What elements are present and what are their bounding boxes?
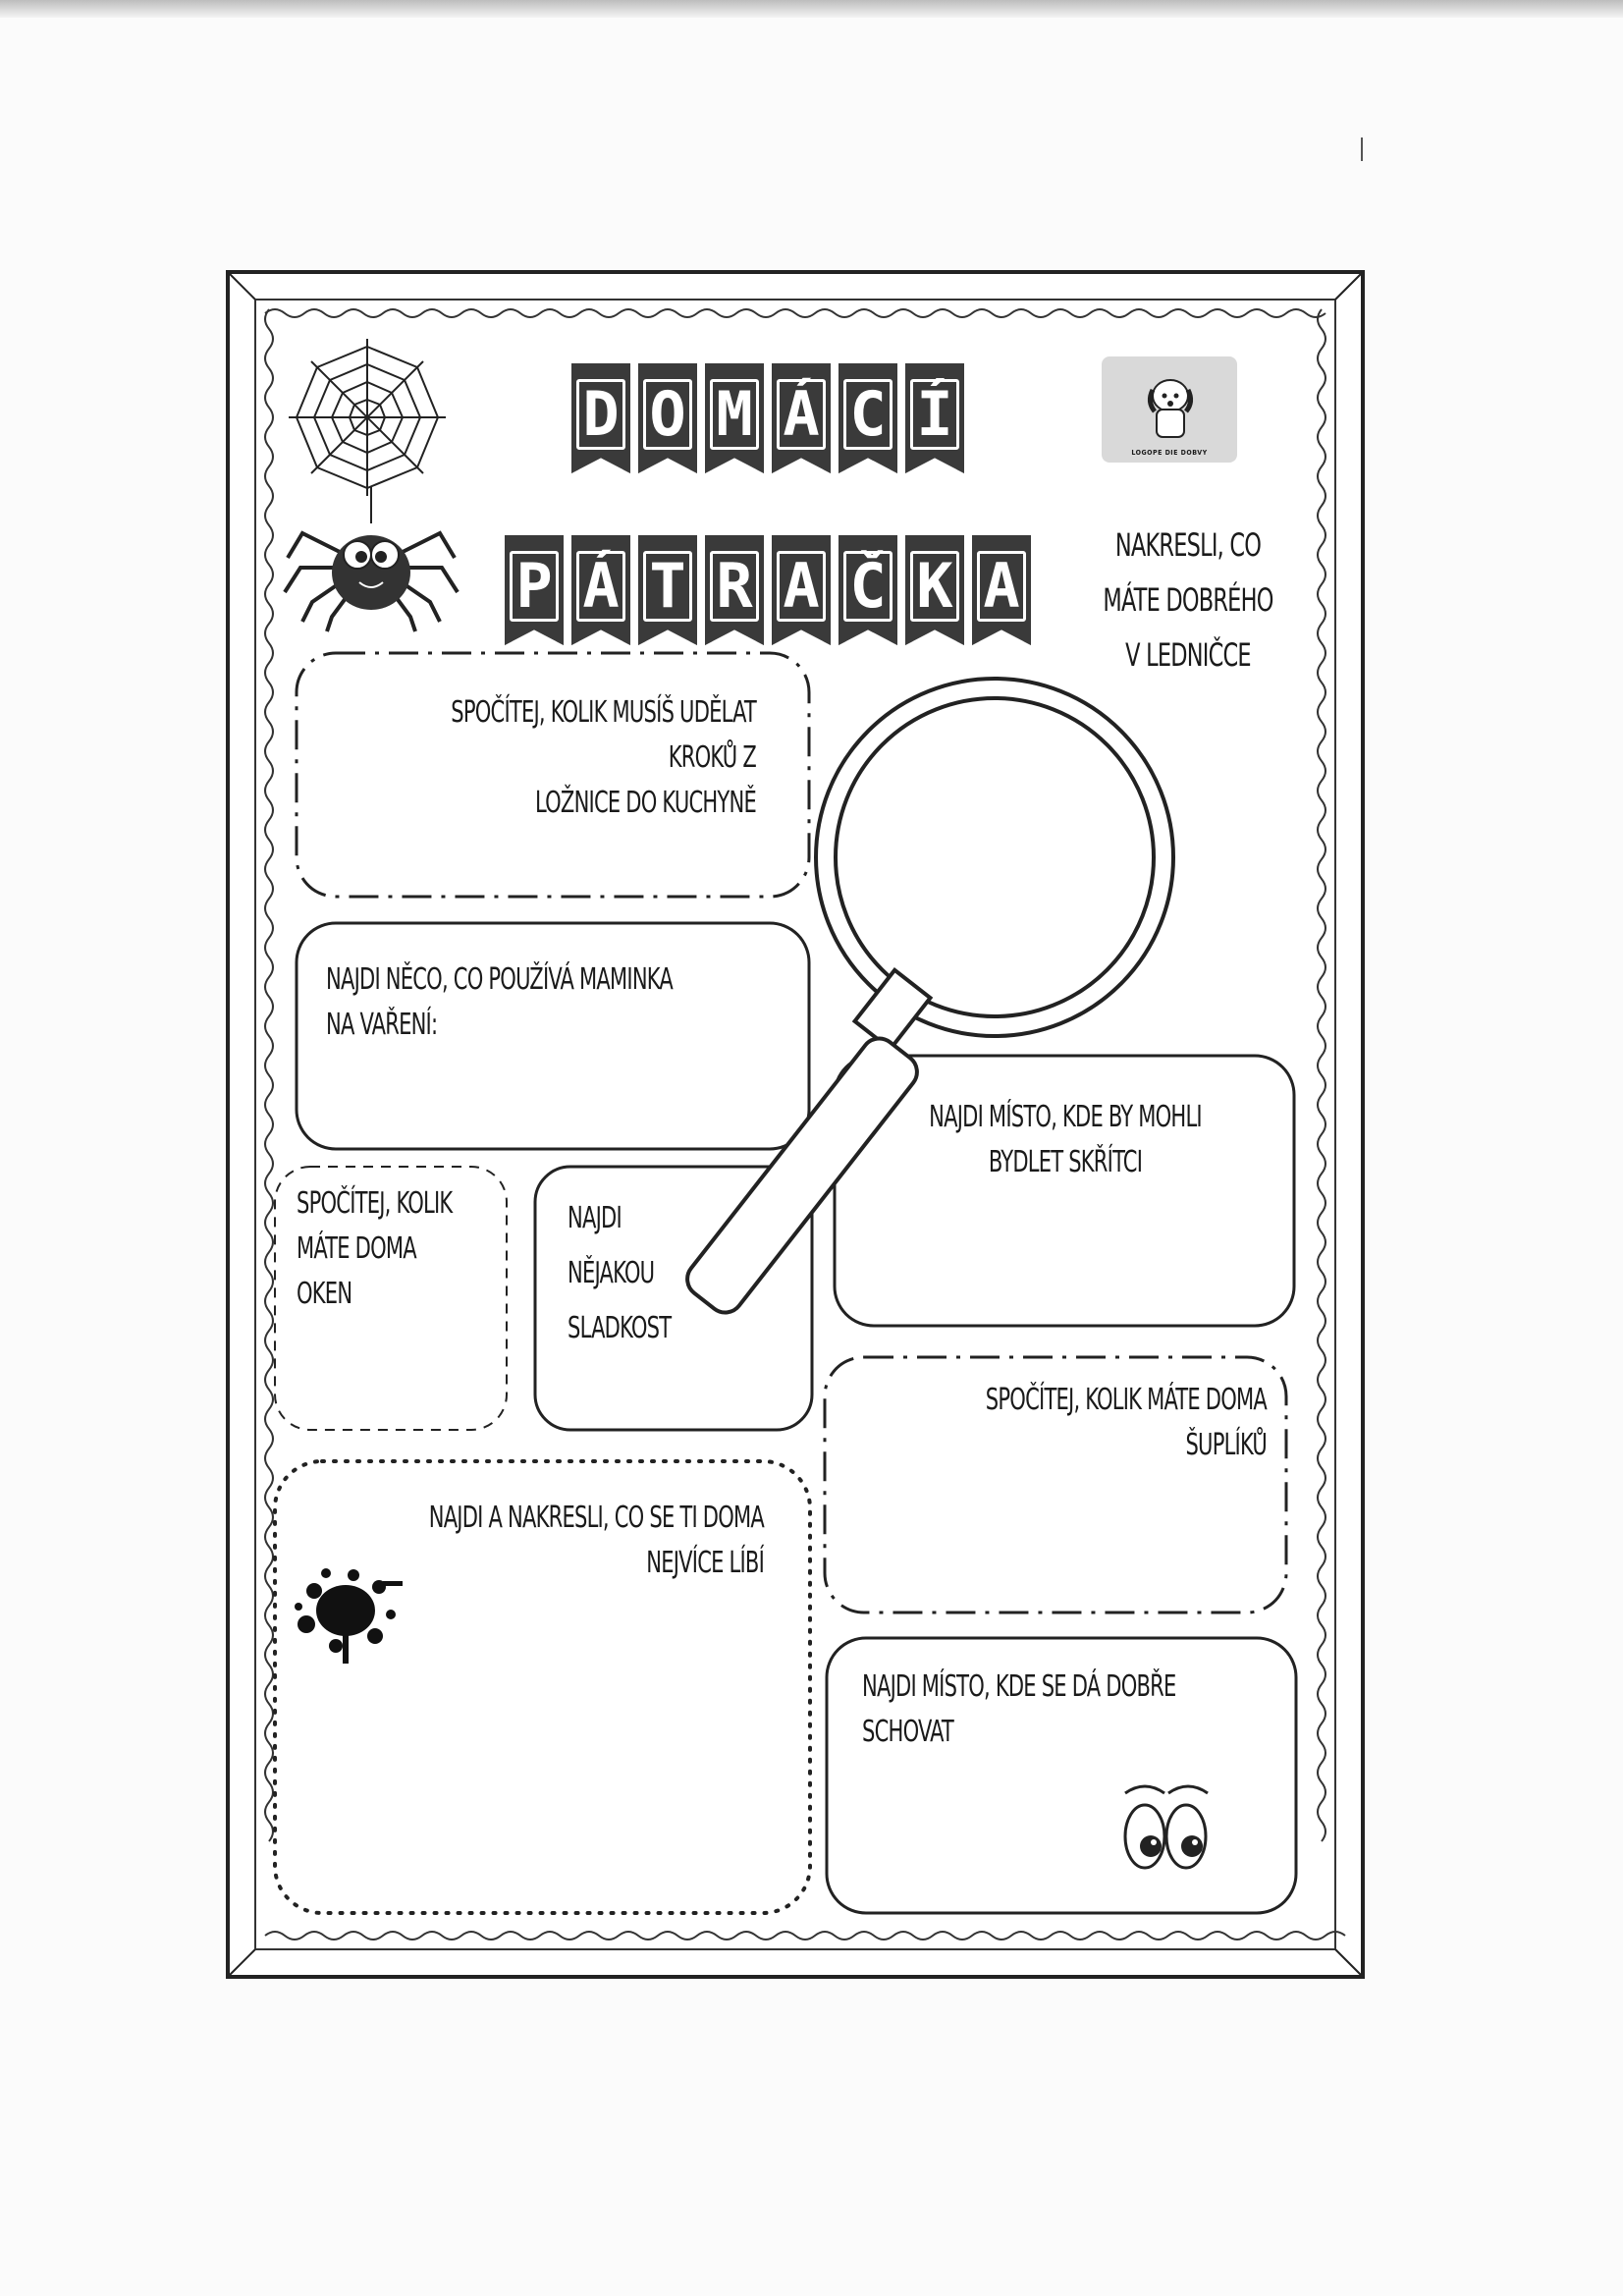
task-sladkost: NAJDI NĚJAKOU SLADKOST (568, 1201, 672, 1345)
scan-mark (1361, 137, 1363, 161)
box-kroky (295, 651, 811, 899)
spider-icon (283, 486, 460, 632)
title-letter-text: K (910, 551, 959, 622)
title-letter-text: T (643, 551, 692, 622)
dog-logo-drawing (1147, 379, 1194, 438)
task-vareni: NAJDI NĚCO, CO POUŽÍVÁ MAMINKA NA VAŘENÍ… (326, 962, 674, 1042)
task-libi: NAJDI A NAKRESLI, CO SE TI DOMA NEJVÍCE … (428, 1501, 765, 1580)
title-letter-text: Á (777, 379, 826, 450)
box-skritci (833, 1054, 1296, 1328)
task-okna: SPOČÍTEJ, KOLIK MÁTE DOMA OKEN (297, 1186, 453, 1311)
task-skritci: NAJDI MÍSTO, KDE BY MOHLI BYDLET SKŘÍTCI (929, 1100, 1202, 1179)
logo-caption: LOGOPE DIE DOBVY (1131, 449, 1208, 457)
title-letter: Č (839, 535, 897, 645)
title-letter-text: A (777, 551, 826, 622)
title-letter: T (638, 535, 697, 645)
title-letter: M (705, 363, 764, 473)
title-letter: A (972, 535, 1031, 645)
magnifying-glass-icon (685, 677, 1175, 1315)
box-schovat (825, 1636, 1298, 1915)
task-supliky: SPOČÍTEJ, KOLIK MÁTE DOMA ŠUPLÍKŮ (985, 1383, 1268, 1462)
title-letter-text: Á (576, 551, 625, 622)
title-letter-text: O (643, 379, 692, 450)
title-letter-text: M (710, 379, 759, 450)
title-letter: C (839, 363, 897, 473)
title-letter: Á (772, 363, 831, 473)
box-libi (273, 1459, 812, 1915)
title-letter-text: R (710, 551, 759, 622)
title-letter-text: Č (843, 551, 893, 622)
dog-logo-icon: LOGOPE DIE DOBVY (1102, 356, 1237, 463)
title-letter: A (772, 535, 831, 645)
title-letter: Í (905, 363, 964, 473)
title-letter: P (505, 535, 564, 645)
box-vareni (295, 921, 811, 1151)
title-letter-text: Í (910, 379, 959, 450)
eyes-icon (1123, 1784, 1209, 1870)
title-letter-text: P (510, 551, 559, 622)
title-letter: K (905, 535, 964, 645)
spider-web-icon (289, 339, 446, 496)
task-schovat: NAJDI MÍSTO, KDE SE DÁ DOBŘE SCHOVAT (862, 1669, 1176, 1749)
title-letter: D (571, 363, 630, 473)
title-letter: R (705, 535, 764, 645)
title-letter: O (638, 363, 697, 473)
title-letter-text: D (576, 379, 625, 450)
task-kroky: SPOČÍTEJ, KOLIK MUSÍŠ UDĚLAT KROKŮ Z LOŽ… (451, 695, 757, 820)
box-okna (274, 1166, 508, 1431)
title-letter-text: A (977, 551, 1026, 622)
box-sladkost (533, 1165, 814, 1432)
ink-splat-icon (295, 1568, 403, 1664)
task-lednice: NAKRESLI, CO MÁTE DOBRÉHO V LEDNIČCE (1103, 526, 1273, 674)
title-letter: Á (571, 535, 630, 645)
box-supliky (823, 1355, 1288, 1614)
scan-edge (0, 0, 1623, 18)
title-letter-text: C (843, 379, 893, 450)
